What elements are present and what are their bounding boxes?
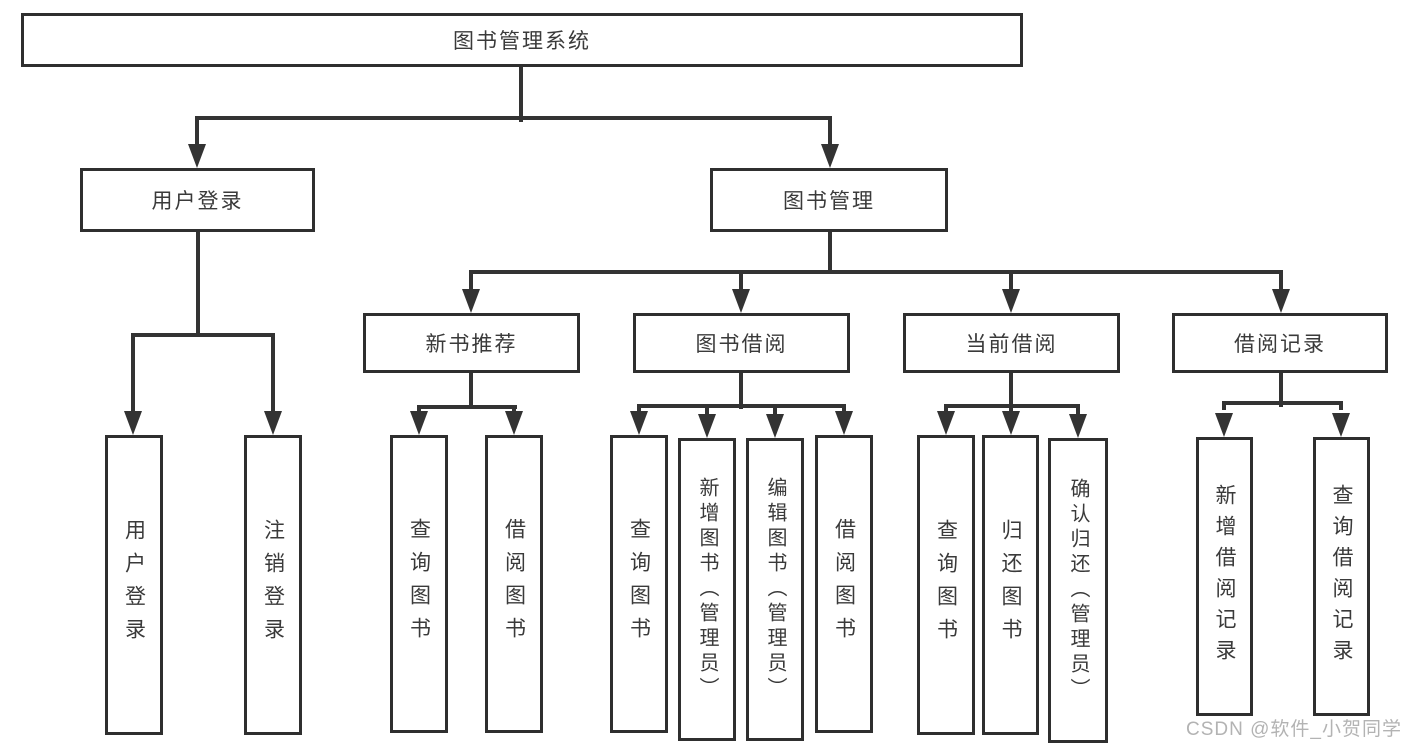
connector-line (842, 404, 846, 413)
leaf-label: 借阅图书 (502, 518, 526, 650)
node-book-borrow: 图书借阅 (633, 313, 850, 373)
leaf-borrow-book-borrow: 借阅图书 (815, 435, 873, 733)
leaf-query-borrow-record: 查询借阅记录 (1313, 437, 1370, 716)
leaf-label: 查询图书 (407, 518, 431, 650)
connector-arrow-down (124, 411, 142, 435)
leaf-borrow-book-recommend: 借阅图书 (485, 435, 543, 733)
connector-line (1279, 371, 1283, 407)
leaf-confirm-return-admin: 确认归还（管理员） (1048, 438, 1108, 743)
node-book-management: 图书管理 (710, 168, 948, 232)
connector-line (1009, 371, 1013, 409)
connector-line (417, 405, 421, 414)
leaf-label: 新增借阅记录 (1213, 483, 1236, 670)
connector-arrow-down (1332, 413, 1350, 437)
connector-line (512, 405, 516, 414)
connector-line (944, 404, 948, 413)
connector-line (773, 404, 777, 416)
connector-arrow-down (698, 414, 716, 438)
connector-line (131, 333, 275, 337)
connector-arrow-down (264, 411, 282, 435)
connector-arrow-down (1069, 414, 1087, 438)
connector-line (1279, 270, 1283, 292)
connector-line (469, 371, 473, 409)
leaf-label: 新增图书（管理员） (696, 477, 718, 702)
leaf-label: 归还图书 (999, 519, 1022, 651)
connector-line (1222, 401, 1343, 405)
connector-arrow-down (1002, 411, 1020, 435)
connector-arrow-down (732, 289, 750, 313)
leaf-logout-login: 注销登录 (244, 435, 302, 735)
connector-arrow-down (630, 411, 648, 435)
connector-line (1339, 401, 1343, 410)
connector-arrow-down (1215, 413, 1233, 437)
leaf-query-book-current: 查询图书 (917, 435, 975, 735)
connector-line (469, 270, 1283, 274)
connector-line (1009, 404, 1013, 413)
connector-arrow-down (1272, 289, 1290, 313)
leaf-label: 查询图书 (934, 519, 958, 651)
connector-arrow-down (766, 414, 784, 438)
connector-line (739, 270, 743, 292)
leaf-query-book-borrow: 查询图书 (610, 435, 668, 733)
leaf-label: 借阅图书 (832, 518, 856, 650)
node-current-borrow: 当前借阅 (903, 313, 1120, 373)
connector-line (739, 371, 743, 409)
connector-line (131, 333, 135, 413)
connector-arrow-down (505, 411, 523, 435)
node-borrow-records: 借阅记录 (1172, 313, 1388, 373)
leaf-label: 查询图书 (627, 518, 651, 650)
leaf-add-book-admin: 新增图书（管理员） (678, 438, 736, 741)
csdn-watermark: CSDN @软件_小贺同学 (1186, 719, 1402, 740)
connector-arrow-down (462, 289, 480, 313)
connector-line (637, 404, 641, 413)
connector-line (1222, 401, 1226, 410)
connector-arrow-down (835, 411, 853, 435)
node-user-login: 用户登录 (80, 168, 315, 232)
connector-line (196, 230, 200, 337)
connector-line (519, 66, 523, 122)
connector-line (469, 270, 473, 292)
connector-line (1009, 270, 1013, 292)
leaf-add-borrow-record: 新增借阅记录 (1196, 437, 1253, 716)
connector-line (828, 230, 832, 274)
leaf-label: 查询借阅记录 (1330, 483, 1353, 670)
leaf-label: 确认归还（管理员） (1067, 478, 1089, 703)
connector-arrow-down (1002, 289, 1020, 313)
leaf-label: 编辑图书（管理员） (764, 477, 786, 702)
connector-line (195, 116, 832, 120)
node-library-system: 图书管理系统 (21, 13, 1023, 67)
connector-line (195, 116, 199, 148)
connector-line (271, 333, 275, 413)
connector-line (637, 404, 846, 408)
connector-line (828, 116, 832, 148)
leaf-label: 注销登录 (261, 519, 285, 651)
connector-arrow-down (410, 411, 428, 435)
connector-arrow-down (937, 411, 955, 435)
connector-arrow-down (821, 144, 839, 168)
connector-line (1076, 404, 1080, 416)
connector-arrow-down (188, 144, 206, 168)
leaf-user-login: 用户登录 (105, 435, 163, 735)
leaf-label: 用户登录 (122, 519, 146, 651)
leaf-return-book: 归还图书 (982, 435, 1039, 735)
connector-line (417, 405, 517, 409)
leaf-query-book-recommend: 查询图书 (390, 435, 448, 733)
node-new-book-recommend: 新书推荐 (363, 313, 580, 373)
leaf-edit-book-admin: 编辑图书（管理员） (746, 438, 804, 741)
connector-line (705, 404, 709, 416)
